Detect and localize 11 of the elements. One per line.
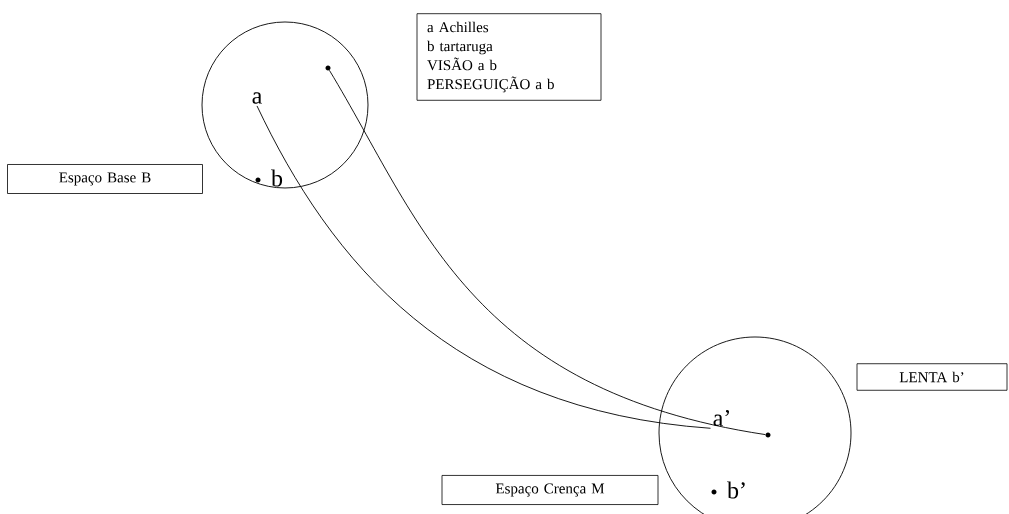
text-box: Espaço Base B	[7, 164, 203, 194]
connector-line	[328, 69, 766, 436]
text-box: a Achilles b tartaruga VISÃO a b PERSEGUIÇÃO a b	[416, 13, 602, 101]
letter-label: a’	[713, 409, 729, 427]
text-box: Espaço Crença M	[441, 475, 659, 505]
letter-label: a	[252, 92, 262, 104]
point-label: b’	[711, 481, 745, 499]
point-label: b	[255, 169, 283, 187]
connector-line	[256, 105, 711, 429]
circle	[201, 21, 369, 189]
text-box: LENTA b’	[856, 363, 1008, 391]
